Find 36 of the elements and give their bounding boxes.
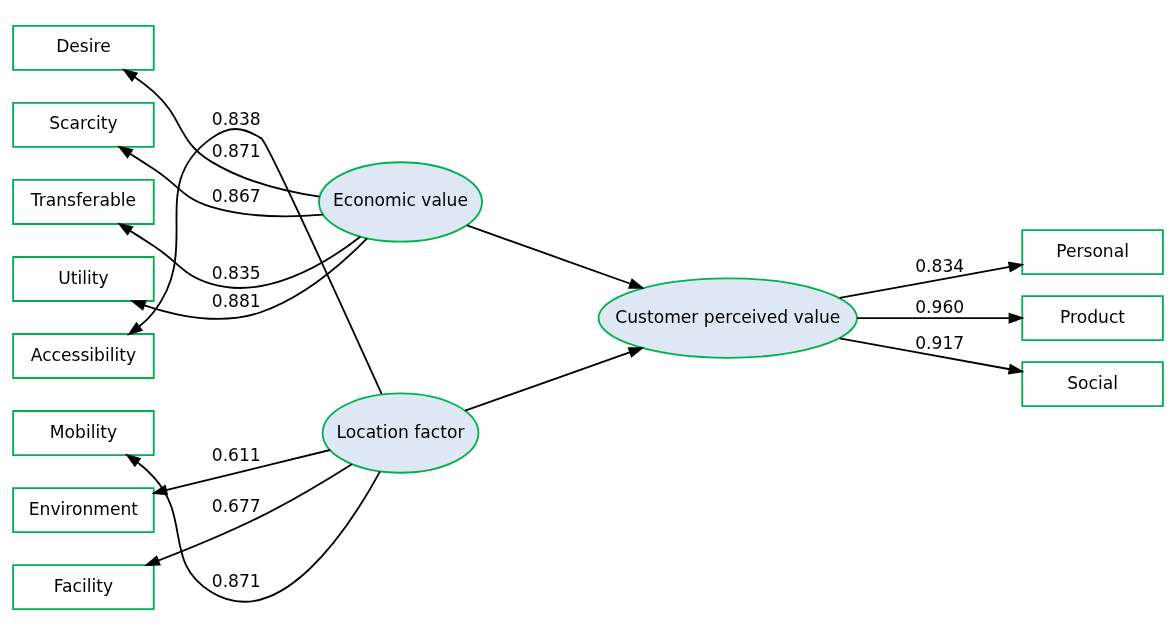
edge-label: 0.871: [211, 140, 261, 161]
edge-label: 0.835: [211, 263, 261, 284]
node-box: Product: [1021, 295, 1164, 342]
arrow: [121, 68, 321, 198]
arrow: [838, 261, 1025, 299]
arrow: [117, 222, 362, 289]
edge-label: 0.867: [211, 186, 261, 207]
arrow: [466, 224, 645, 289]
node-box: Personal: [1021, 229, 1164, 275]
arrow: [129, 237, 368, 320]
edge-label: 0.917: [915, 332, 965, 353]
arrow: [838, 337, 1025, 375]
node-box: Utility: [12, 256, 155, 302]
node-box: Facility: [12, 564, 155, 611]
arrow: [117, 145, 324, 218]
node-ellipse: Location factor: [321, 392, 480, 474]
node-box: Environment: [12, 487, 155, 533]
arrow: [144, 463, 353, 566]
edge-label: 0.871: [211, 571, 261, 592]
node-box: Transferable: [12, 179, 155, 225]
edge-label: 0.677: [211, 495, 261, 516]
arrow: [856, 312, 1025, 324]
edge-label: 0.960: [915, 297, 965, 318]
arrow: [125, 453, 381, 603]
arrow: [464, 347, 645, 412]
edge-label: 0.838: [211, 109, 261, 130]
edge-label: 0.611: [211, 445, 261, 466]
node-ellipse: Economic value: [318, 161, 483, 243]
edge-label: 0.834: [915, 255, 965, 276]
node-box: Accessibility: [12, 333, 155, 379]
node-box: Desire: [12, 24, 155, 71]
node-box: Scarcity: [12, 102, 155, 148]
node-box: Mobility: [12, 410, 155, 456]
node-box: Social: [1021, 361, 1164, 408]
arrow: [127, 128, 383, 395]
edge-label: 0.881: [211, 291, 261, 312]
